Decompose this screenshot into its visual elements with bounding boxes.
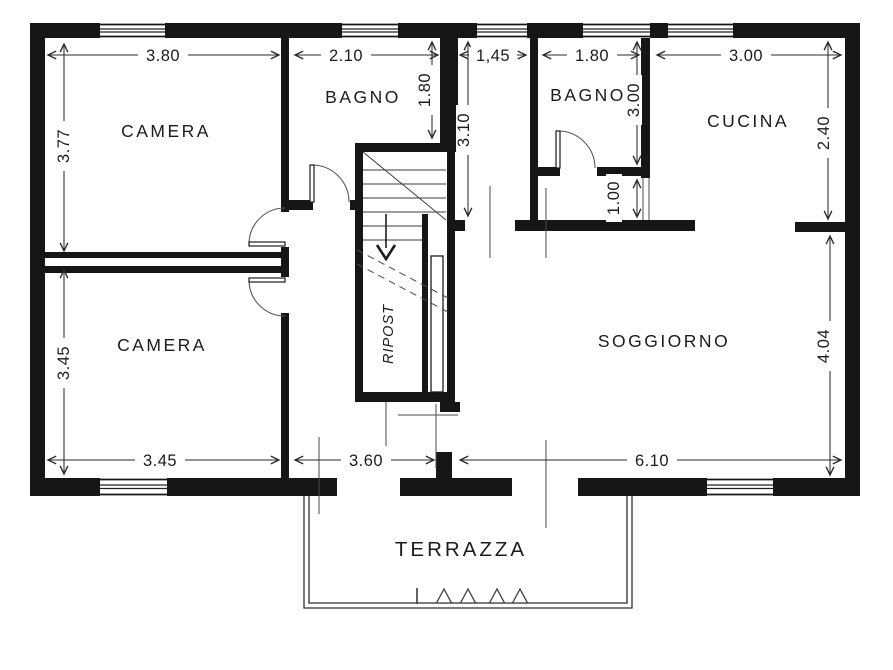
staircase xyxy=(356,151,449,393)
window-icon xyxy=(583,23,650,38)
room-labels: CAMERA BAGNO BAGNO CUCINA CAMERA SOGGIOR… xyxy=(117,85,789,561)
terrace-opening xyxy=(337,478,400,496)
dim-bagno1-depth: 1.80 xyxy=(416,73,434,107)
room-label-camera-2: CAMERA xyxy=(117,335,207,355)
door-camera1 xyxy=(248,207,286,247)
dim-left-camera2: 3.45 xyxy=(55,346,73,380)
window-icon xyxy=(100,478,167,496)
room-label-cucina: CUCINA xyxy=(707,111,789,131)
dim-top-camera1: 3.80 xyxy=(146,47,180,65)
extension-lines xyxy=(318,186,547,528)
doors xyxy=(248,130,596,317)
dim-left-camera1: 3.77 xyxy=(55,129,73,163)
dim-bottom-camera2: 3.45 xyxy=(143,452,177,470)
window-icon xyxy=(100,23,165,38)
terrace-hatch-icons xyxy=(416,587,529,604)
windows-top xyxy=(100,23,733,38)
windows-bottom xyxy=(100,478,773,496)
dim-bottom-soggiorno: 6.10 xyxy=(635,452,669,470)
dim-corridor-depth: 3.10 xyxy=(455,113,473,147)
room-label-bagno-2: BAGNO xyxy=(550,85,626,105)
door-camera2 xyxy=(248,277,286,317)
dim-soggiorno-depth: 4.04 xyxy=(815,329,833,363)
window-icon xyxy=(668,23,733,38)
room-label-bagno-1: BAGNO xyxy=(325,87,401,107)
room-label-soggiorno: SOGGIORNO xyxy=(598,331,730,351)
dim-top-corridor: 1,45 xyxy=(476,47,510,65)
room-label-ripostiglio: RIPOST xyxy=(381,304,397,364)
dimension-lines: 3.80 2.10 1,45 1.80 3.00 3.77 3.45 3.45 … xyxy=(48,42,841,475)
dim-niche-depth: 1.00 xyxy=(605,181,623,215)
dim-top-cucina: 3.00 xyxy=(729,47,763,65)
dim-bagno2-depth: 3.00 xyxy=(625,83,643,117)
window-icon xyxy=(477,23,527,38)
dim-top-bagno2: 1.80 xyxy=(575,47,609,65)
dim-top-bagno1: 2.10 xyxy=(329,47,363,65)
terrace-opening xyxy=(512,478,578,496)
window-icon xyxy=(342,23,398,38)
dim-cucina-depth: 2.40 xyxy=(815,116,833,150)
stair-parapet xyxy=(430,255,444,393)
terrace xyxy=(303,496,633,609)
door-bagno2 xyxy=(555,130,596,169)
room-label-terrazza: TERRAZZA xyxy=(395,538,527,561)
dim-bottom-hall: 3.60 xyxy=(349,452,383,470)
door-bagno1 xyxy=(309,164,350,203)
room-label-camera-1: CAMERA xyxy=(121,121,211,141)
walls xyxy=(30,23,860,496)
stair-direction-arrow-icon xyxy=(375,214,397,262)
window-icon xyxy=(707,478,773,496)
